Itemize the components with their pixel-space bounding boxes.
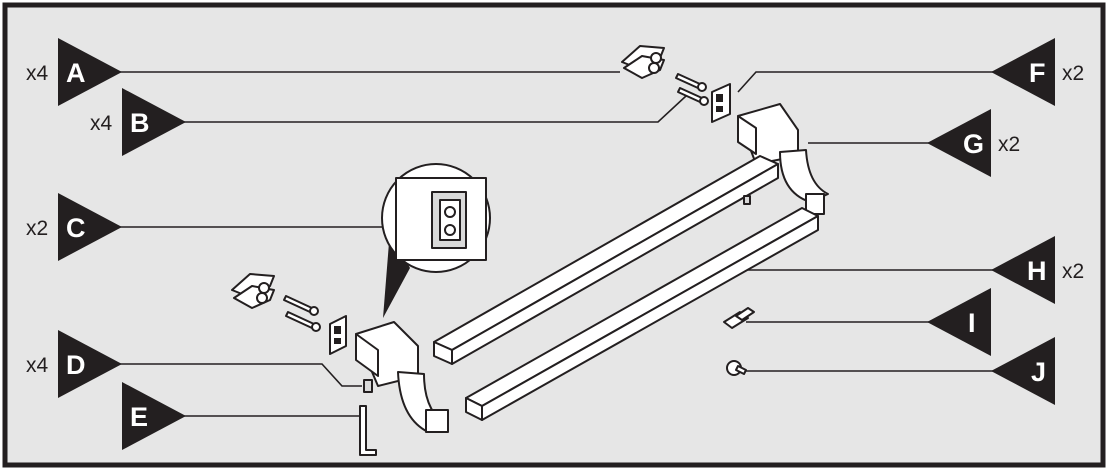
callout-letter-c: C — [66, 213, 86, 243]
callout-qty-b: x4 — [90, 112, 113, 135]
leader-lines — [108, 71, 1003, 417]
callout-letter-a: A — [66, 58, 86, 88]
triangle-marker-e — [122, 382, 186, 450]
callout-letter-d: D — [66, 350, 86, 380]
callout-qty-d: x4 — [26, 354, 49, 377]
triangle-marker-a — [58, 38, 122, 106]
callout-letter-f: F — [1029, 58, 1046, 88]
callout-e: E — [122, 382, 186, 450]
triangle-marker-b — [122, 88, 186, 156]
bracket-right — [737, 103, 829, 215]
mounting-plate-left — [329, 315, 347, 355]
callout-d: D x4 — [26, 330, 122, 398]
triangle-marker-h — [991, 236, 1055, 304]
callout-markers: A x4 B x4 C x2 D x4 E F x2 — [26, 38, 1084, 450]
drywall-pin — [723, 307, 755, 329]
detail-zoom — [381, 163, 491, 318]
mounting-plate-top — [711, 83, 731, 123]
callout-qty-a: x4 — [26, 62, 49, 85]
leader-d — [108, 363, 362, 387]
triangle-marker-c — [58, 193, 122, 261]
callout-letter-e: E — [130, 402, 148, 432]
anchor-set-top — [621, 45, 665, 79]
callout-letter-b: B — [130, 108, 150, 138]
towel-bars — [433, 155, 819, 421]
triangle-marker-f — [991, 38, 1055, 106]
callout-h: H x2 — [991, 236, 1084, 304]
leader-f — [737, 71, 1003, 93]
callout-j: J — [991, 337, 1055, 405]
callout-f: F x2 — [991, 38, 1084, 106]
callout-letter-j: J — [1031, 357, 1046, 387]
callout-qty-f: x2 — [1062, 62, 1084, 85]
callout-qty-h: x2 — [1062, 260, 1084, 283]
hex-key — [359, 405, 377, 456]
callout-qty-g: x2 — [998, 133, 1020, 156]
triangle-marker-j — [991, 337, 1055, 405]
screw-set-top — [675, 73, 709, 106]
callout-b: B x4 — [90, 88, 186, 156]
triangle-marker-g — [927, 109, 991, 177]
set-screw-top — [743, 195, 751, 205]
triangle-marker-d — [58, 330, 122, 398]
callout-letter-i: I — [968, 308, 976, 338]
bracket-left — [355, 321, 449, 433]
callout-g: G x2 — [927, 109, 1020, 177]
leader-b — [172, 95, 687, 123]
callout-a: A x4 — [26, 38, 122, 106]
anchor-set-left — [231, 273, 275, 309]
screw-set-left — [283, 295, 321, 332]
callout-letter-g: G — [963, 129, 984, 159]
parts — [231, 45, 829, 456]
set-screw-d — [363, 379, 373, 393]
callout-qty-c: x2 — [26, 217, 48, 240]
triangle-marker-i — [927, 288, 991, 356]
callout-c: C x2 — [26, 193, 122, 261]
callout-letter-h: H — [1027, 256, 1047, 286]
knob-screw — [726, 360, 747, 376]
callout-i: I — [927, 288, 991, 356]
